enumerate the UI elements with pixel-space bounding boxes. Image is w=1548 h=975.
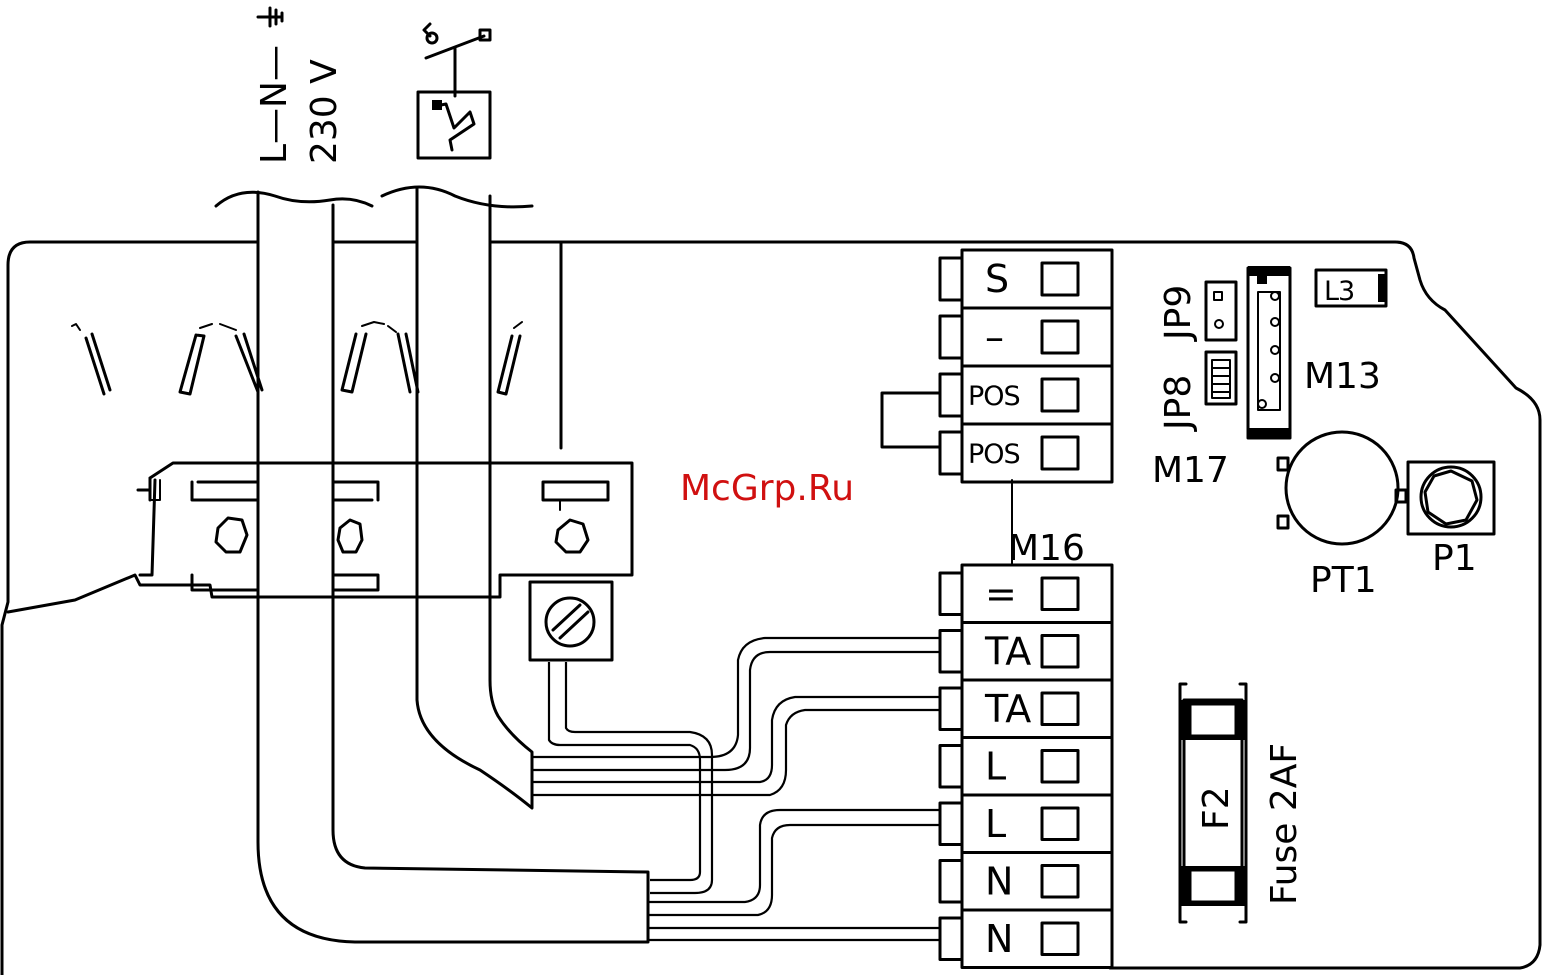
- terminal-label: TA: [984, 687, 1031, 731]
- jumper-label-jp8: JP8: [1158, 375, 1199, 432]
- supply-line-label: L—N—: [254, 45, 295, 164]
- jumper-block: [1206, 282, 1236, 404]
- terminal-label: S: [985, 257, 1009, 301]
- terminal-rail: [8, 463, 632, 612]
- earth-screw-box: [530, 582, 612, 660]
- terminal-label: N: [985, 917, 1013, 961]
- terminal-6: TA: [940, 623, 1112, 681]
- terminal-9: L: [940, 795, 1112, 853]
- svg-text:L3: L3: [1324, 276, 1354, 307]
- cable-clamp-teeth: [72, 322, 522, 394]
- external-switch-icon: [418, 24, 490, 158]
- jumper-label-jp9: JP9: [1158, 285, 1199, 342]
- terminal-10: N: [940, 853, 1112, 911]
- terminal-11: N: [940, 910, 1112, 968]
- fuse-designator: F2: [1196, 786, 1237, 830]
- terminal-label: L: [985, 802, 1006, 846]
- terminal-8: L: [940, 738, 1112, 796]
- terminal-1: S: [940, 250, 1112, 308]
- terminal-block-top: S – POS POS: [940, 250, 1112, 482]
- cable-break-left: [216, 192, 372, 206]
- terminal-label: POS: [968, 381, 1020, 412]
- earth-screw-slot: [553, 605, 588, 638]
- earth-symbol-icon: [258, 8, 282, 26]
- terminal-label: –: [985, 315, 1004, 359]
- earth-screw: [546, 598, 594, 646]
- terminal-label: =: [985, 572, 1017, 616]
- component-label-p1: P1: [1432, 538, 1477, 579]
- cable-switch: [417, 188, 532, 808]
- hex-screw-1: [216, 518, 247, 552]
- supply-voltage-label: 230 V: [304, 59, 345, 164]
- led-l3: L3: [1316, 270, 1386, 307]
- p1-button: [1408, 462, 1494, 534]
- terminal-4: POS: [940, 424, 1112, 482]
- terminal-label: TA: [984, 629, 1031, 673]
- block-label-m16: M16: [1008, 528, 1085, 569]
- terminal-7: TA: [940, 680, 1112, 738]
- connector-m13: [1248, 266, 1290, 438]
- watermark: McGrp.Ru: [680, 468, 854, 509]
- terminal-5: =: [940, 565, 1112, 623]
- connector-label-m13: M13: [1304, 356, 1381, 397]
- cable-supply: [258, 192, 648, 942]
- terminal-rail-inner: [150, 480, 560, 510]
- cable-break-right: [382, 187, 532, 207]
- terminal-3: POS: [940, 366, 1112, 424]
- terminal-label: L: [985, 744, 1006, 788]
- terminal-2: –: [940, 308, 1112, 366]
- internal-wiring: [532, 638, 940, 940]
- connector-label-m17: M17: [1152, 450, 1229, 491]
- component-label-pt1: PT1: [1310, 560, 1377, 601]
- pos-bridge-wire: [882, 393, 940, 447]
- hex-screw-3: [556, 520, 588, 552]
- terminal-label: N: [985, 859, 1013, 903]
- hex-screw-2: [338, 520, 362, 552]
- fuse-rating: Fuse 2AF: [1264, 743, 1305, 905]
- pt1-component: [1278, 432, 1406, 544]
- terminal-label: POS: [968, 439, 1020, 470]
